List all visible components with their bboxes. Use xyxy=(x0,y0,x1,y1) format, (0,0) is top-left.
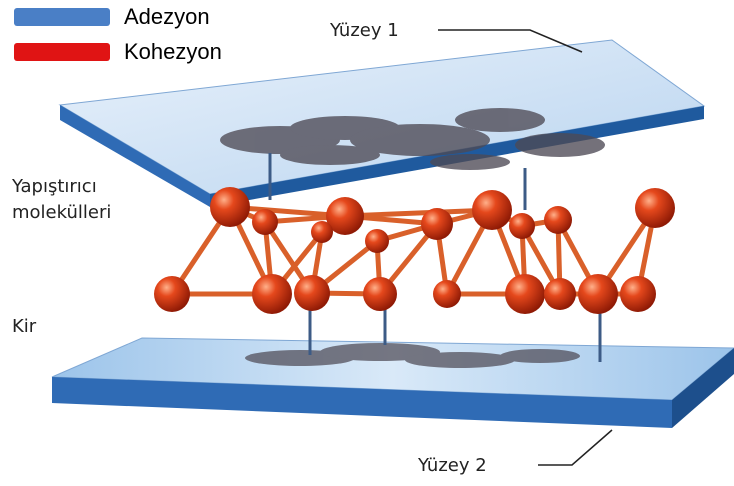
molecule xyxy=(294,275,330,311)
adhesive-molecules-label-line2: molekülleri xyxy=(12,202,111,224)
cohesion-swatch xyxy=(14,43,110,61)
molecule xyxy=(544,206,572,234)
molecule xyxy=(578,274,618,314)
molecule xyxy=(472,190,512,230)
molecule xyxy=(433,280,461,308)
surface-2-plate xyxy=(52,338,734,428)
molecule xyxy=(210,187,250,227)
molecule xyxy=(620,276,656,312)
molecule xyxy=(421,208,453,240)
legend-label-cohesion: Kohezyon xyxy=(124,39,222,65)
surface-1-label: Yüzey 1 xyxy=(330,20,399,42)
adhesion-swatch xyxy=(14,8,110,26)
legend-label-adhesion: Adezyon xyxy=(124,4,210,30)
molecule xyxy=(311,221,333,243)
surface-1-plate xyxy=(60,40,704,207)
surface-2-label: Yüzey 2 xyxy=(418,455,487,477)
molecule xyxy=(365,229,389,253)
molecule xyxy=(544,278,576,310)
dirt-label: Kir xyxy=(12,316,36,338)
surface-2-leader xyxy=(538,430,612,465)
molecule xyxy=(635,188,675,228)
molecule xyxy=(154,276,190,312)
molecule xyxy=(363,277,397,311)
adhesive-molecules-label-line1: Yapıştırıcı xyxy=(12,176,97,198)
molecule xyxy=(509,213,535,239)
molecule xyxy=(252,209,278,235)
molecule xyxy=(252,274,292,314)
molecule xyxy=(505,274,545,314)
